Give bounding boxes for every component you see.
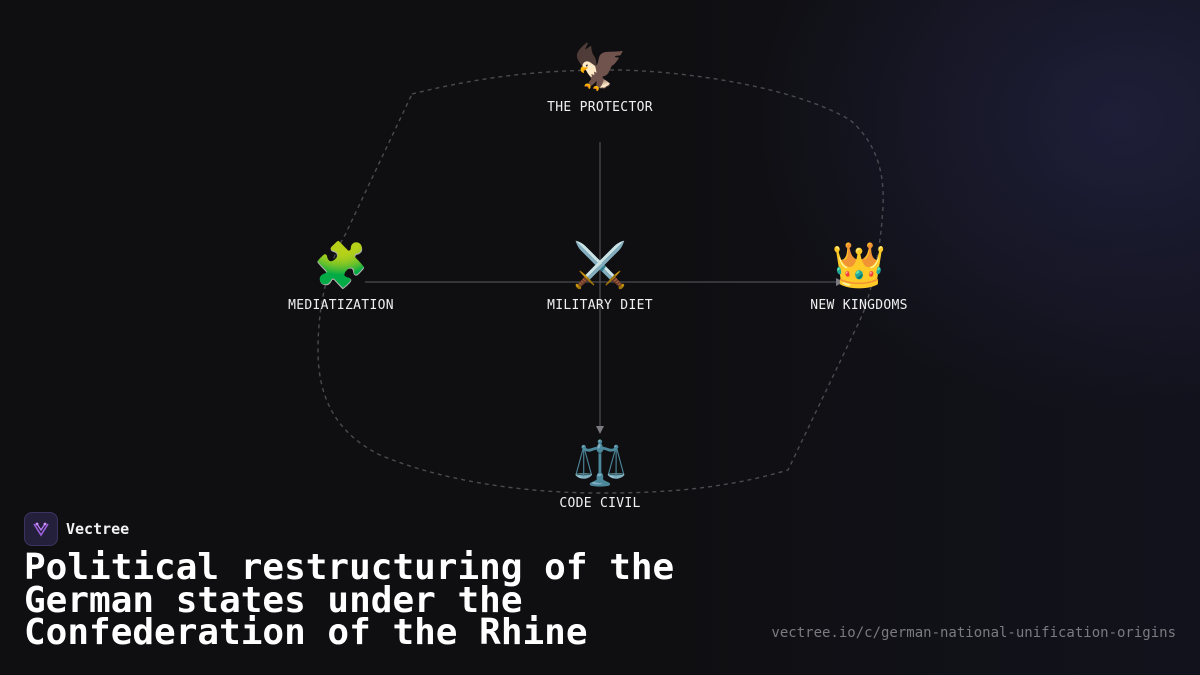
node-code-civil[interactable]: ⚖️ CODE CIVIL	[500, 438, 700, 511]
page-title: Political restructuring of the German st…	[24, 547, 675, 653]
node-label: THE PROTECTOR	[547, 100, 653, 115]
node-label: MEDIATIZATION	[288, 298, 394, 313]
node-mediatization[interactable]: 🧩 MEDIATIZATION	[241, 240, 441, 313]
node-protector[interactable]: 🦅 THE PROTECTOR	[500, 42, 700, 115]
brand-name: Vectree	[66, 520, 130, 538]
eagle-icon: 🦅	[572, 42, 628, 93]
vectree-logo-icon	[24, 512, 58, 546]
node-label: NEW KINGDOMS	[810, 298, 908, 313]
source-url[interactable]: vectree.io/c/german-national-unification…	[771, 625, 1176, 641]
boundary-outline	[317, 69, 884, 494]
crown-icon: 👑	[831, 240, 887, 291]
crossed-swords-icon: ⚔️	[572, 240, 628, 291]
scales-icon: ⚖️	[572, 438, 628, 489]
brand[interactable]: Vectree	[24, 512, 129, 546]
node-military-diet[interactable]: ⚔️ MILITARY DIET	[500, 240, 700, 313]
node-new-kingdoms[interactable]: 👑 NEW KINGDOMS	[759, 240, 959, 313]
node-label: MILITARY DIET	[547, 298, 653, 313]
puzzle-piece-icon: 🧩	[313, 240, 369, 291]
node-label: CODE CIVIL	[559, 496, 641, 511]
